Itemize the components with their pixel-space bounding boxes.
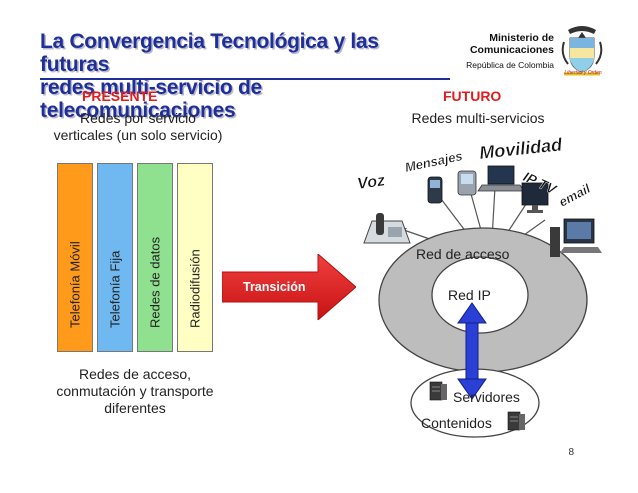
present-description-line2: verticales (un solo servicio): [53, 127, 223, 143]
slide-title-line1: La Convergencia Tecnológica y las futura…: [40, 30, 379, 76]
column-label-radiodifusion: Radiodifusión: [187, 249, 203, 328]
ministry-logo-text: Ministerio de Comunicaciones República d…: [454, 32, 554, 71]
page-number: 8: [568, 447, 574, 458]
ip-network-core: [431, 256, 529, 334]
present-footer-line2: conmutación y transporte: [56, 383, 214, 399]
column-redes-de-datos: Redes de datos: [137, 163, 173, 352]
coat-of-arms-icon: [561, 26, 603, 76]
pda-icon: [457, 170, 477, 196]
column-label-telefonia-movil: Telefonía Móvil: [67, 241, 83, 328]
future-description: Redes multi-servicios: [411, 110, 545, 126]
monitor-icon: [521, 182, 549, 213]
present-heading: PRESENTE: [82, 88, 158, 104]
transition-label: Transición: [243, 280, 306, 294]
present-description: Redes por servicio verticales (un solo s…: [18, 110, 258, 144]
ip-network-label: Red IP: [448, 287, 491, 303]
ministry-motto: Libertad y Orden: [564, 70, 602, 76]
present-footer-line3: diferentes: [104, 400, 166, 416]
column-telefonia-movil: Telefonía Móvil: [57, 163, 93, 352]
column-label-telefonia-fija: Telefonía Fija: [107, 250, 123, 328]
ip-to-servers-link: [457, 302, 487, 400]
laptop-icon: [477, 165, 525, 192]
access-network-label: Red de acceso: [416, 246, 510, 262]
content-server-icon: [507, 411, 525, 431]
servers-label: Servidores: [453, 389, 520, 405]
present-footer: Redes de acceso, conmutación y transport…: [30, 366, 240, 417]
mobile-phone-icon: [427, 176, 443, 204]
service-label-mensajes: Mensajes: [404, 148, 464, 175]
present-footer-line1: Redes de acceso,: [78, 366, 192, 382]
ministry-name-line1: Ministerio de: [489, 32, 554, 44]
service-label-voz: Voz: [356, 172, 386, 193]
desktop-computer-icon: [550, 218, 602, 257]
service-label-email: email: [556, 181, 593, 210]
title-underline: [40, 78, 450, 80]
future-network-diagram: Voz Mensajes Movilidad IP TV email: [356, 135, 602, 438]
ministry-name-line2: Comunicaciones: [469, 44, 554, 56]
contents-label: Contenidos: [421, 415, 492, 431]
future-heading: FUTURO: [443, 88, 502, 104]
transition-arrow: [222, 254, 356, 320]
slide-title: La Convergencia Tecnológica y las futura…: [40, 30, 450, 122]
column-telefonia-fija: Telefonía Fija: [97, 163, 133, 352]
column-radiodifusion: Radiodifusión: [177, 163, 213, 352]
slide-title-line2: redes multi-servicio de telecomunicacion…: [40, 76, 262, 122]
desk-phone-icon: [363, 213, 411, 244]
service-label-movilidad: Movilidad: [478, 135, 564, 163]
column-label-redes-de-datos: Redes de datos: [147, 236, 163, 328]
present-description-line1: Redes por servicio: [80, 110, 196, 126]
server-icon: [429, 381, 447, 401]
ministry-country: República de Colombia: [466, 60, 554, 70]
